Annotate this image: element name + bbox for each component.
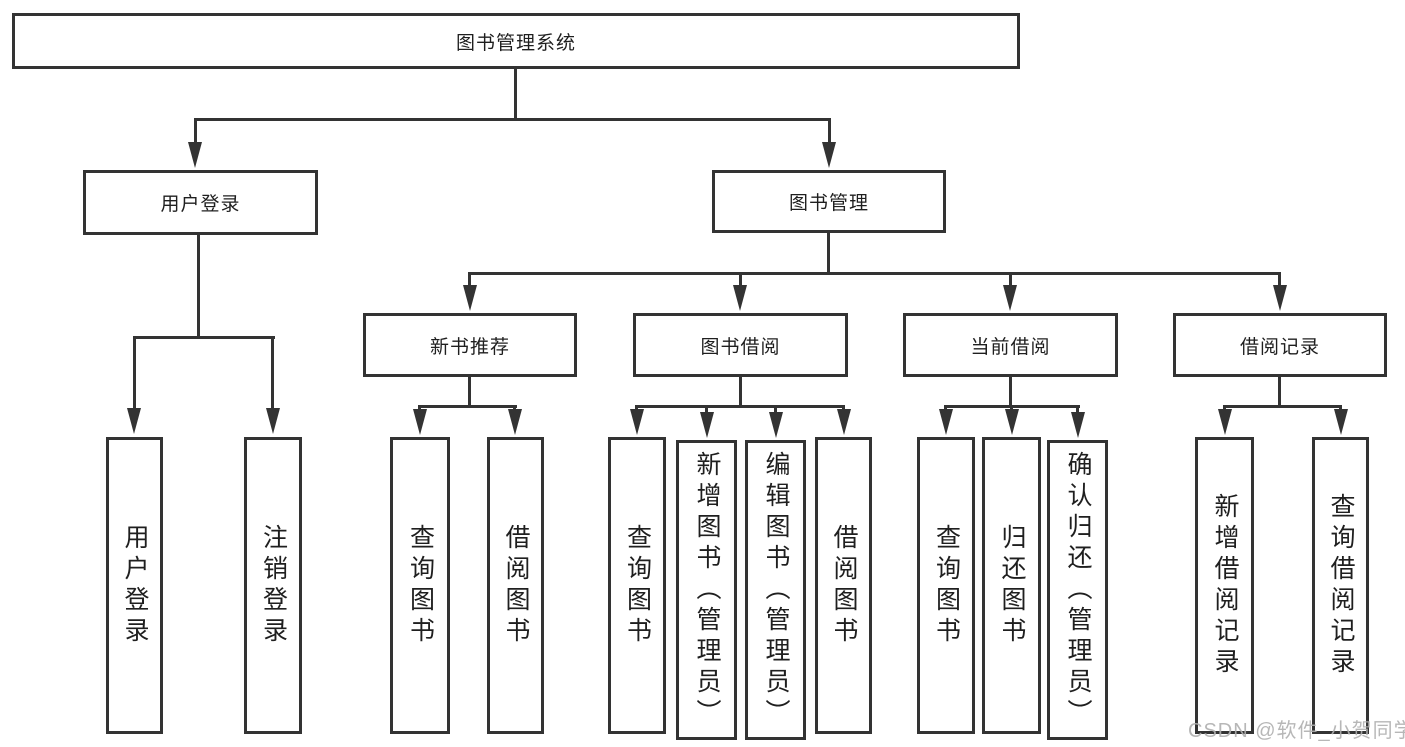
leaf-label: 借阅图书 xyxy=(502,523,530,648)
leaf-label: 借阅图书 xyxy=(830,523,858,648)
connector-stem-edit-book xyxy=(774,405,777,415)
arrow-to-leaf-logout xyxy=(266,408,280,434)
leaf-label: 编辑图书（管理员） xyxy=(762,450,790,730)
connector-new-book-hline xyxy=(419,405,517,408)
leaf-user-login: 用户登录 xyxy=(106,437,163,734)
leaf-add-book-admin: 新增图书（管理员） xyxy=(676,440,737,740)
leaf-logout: 注销登录 xyxy=(244,437,302,734)
connector-stem-new-book xyxy=(468,272,471,287)
arrow-to-new-book xyxy=(463,285,477,311)
node-label: 借阅记录 xyxy=(1239,336,1320,358)
leaf-query-books-3: 查询图书 xyxy=(917,437,975,734)
connector-stem-user-login xyxy=(194,118,197,144)
connector-new-book-vline xyxy=(468,377,471,405)
connector-user-login-hline xyxy=(133,336,275,339)
node-borrow-records: 借阅记录 xyxy=(1173,313,1387,377)
arrow-to-borrow-books-2 xyxy=(837,409,851,435)
leaf-label: 查询图书 xyxy=(406,523,435,648)
connector-book-borrow-vline xyxy=(739,377,742,405)
connector-stem-confirm-return xyxy=(1076,405,1079,415)
leaf-label: 查询借阅记录 xyxy=(1327,492,1355,679)
leaf-query-books-1: 查询图书 xyxy=(390,437,450,734)
connector-book-mgmt-hline xyxy=(469,272,1281,275)
leaf-label: 归还图书 xyxy=(998,523,1026,648)
connector-stem-leaf-logout xyxy=(271,336,274,410)
connector-stem-add-book xyxy=(705,405,708,415)
node-label: 用户登录 xyxy=(160,194,241,215)
node-current-borrow: 当前借阅 xyxy=(903,313,1118,377)
leaf-label: 注销登录 xyxy=(259,523,288,648)
connector-borrow-records-vline xyxy=(1278,377,1281,405)
leaf-edit-book-admin: 编辑图书（管理员） xyxy=(745,440,806,740)
node-book-borrow: 图书借阅 xyxy=(633,313,848,377)
arrow-to-confirm-return xyxy=(1071,412,1085,438)
arrow-to-current-borrow xyxy=(1003,285,1017,311)
connector-book-mgmt-vline xyxy=(827,233,830,274)
arrow-to-add-book xyxy=(700,412,714,438)
connector-stem-leaf-user-login xyxy=(133,336,136,410)
leaf-query-books-2: 查询图书 xyxy=(608,437,666,734)
node-label: 当前借阅 xyxy=(970,336,1051,358)
connector-user-login-vline xyxy=(197,235,200,336)
leaf-label: 用户登录 xyxy=(121,523,149,648)
connector-current-borrow-vline xyxy=(1009,377,1012,405)
leaf-query-borrow-record: 查询借阅记录 xyxy=(1312,437,1369,734)
arrow-to-borrow-records xyxy=(1273,285,1287,311)
connector-stem-book-management xyxy=(828,118,831,144)
node-label: 新书推荐 xyxy=(429,336,510,358)
leaf-add-borrow-record: 新增借阅记录 xyxy=(1195,437,1254,734)
node-library-management-system: 图书管理系统 xyxy=(12,13,1020,69)
leaf-confirm-return-admin: 确认归还（管理员） xyxy=(1047,440,1108,740)
leaf-label: 新增图书（管理员） xyxy=(693,450,721,730)
leaf-label: 新增借阅记录 xyxy=(1211,492,1239,679)
arrow-to-leaf-user-login xyxy=(127,408,141,434)
node-new-book-recommend: 新书推荐 xyxy=(363,313,577,377)
arrow-to-query-books-1 xyxy=(413,409,427,435)
node-label: 图书借阅 xyxy=(700,336,781,358)
connector-stem-borrow-records xyxy=(1278,272,1281,287)
node-user-login: 用户登录 xyxy=(83,170,318,235)
node-label: 图书管理 xyxy=(788,193,869,214)
leaf-label: 确认归还（管理员） xyxy=(1064,450,1092,730)
leaf-borrow-books-1: 借阅图书 xyxy=(487,437,544,734)
connector-borrow-records-hline xyxy=(1223,405,1342,408)
arrow-to-query-books-3 xyxy=(939,409,953,435)
node-book-management: 图书管理 xyxy=(712,170,946,233)
arrow-to-edit-book xyxy=(769,412,783,438)
arrow-to-book-management xyxy=(822,142,836,168)
arrow-to-query-books-2 xyxy=(630,409,644,435)
connector-stem-book-borrow xyxy=(739,272,742,287)
node-label: 图书管理系统 xyxy=(455,32,576,54)
leaf-return-books: 归还图书 xyxy=(982,437,1041,734)
leaf-borrow-books-2: 借阅图书 xyxy=(815,437,872,734)
arrow-to-user-login xyxy=(188,142,202,168)
arrow-to-return-books xyxy=(1005,409,1019,435)
arrow-to-query-borrow-record xyxy=(1334,409,1348,435)
arrow-to-book-borrow xyxy=(733,285,747,311)
arrow-to-borrow-books-1 xyxy=(508,409,522,435)
arrow-to-add-borrow-record xyxy=(1218,409,1232,435)
connector-book-borrow-hline xyxy=(636,405,845,408)
leaf-label: 查询图书 xyxy=(623,523,652,648)
connector-root-hline xyxy=(194,118,831,121)
connector-stem-current-borrow xyxy=(1009,272,1012,287)
leaf-label: 查询图书 xyxy=(932,523,961,648)
connector-root-vline xyxy=(514,68,517,118)
csdn-watermark: CSDN @软件_小贺同学 xyxy=(1188,720,1405,742)
